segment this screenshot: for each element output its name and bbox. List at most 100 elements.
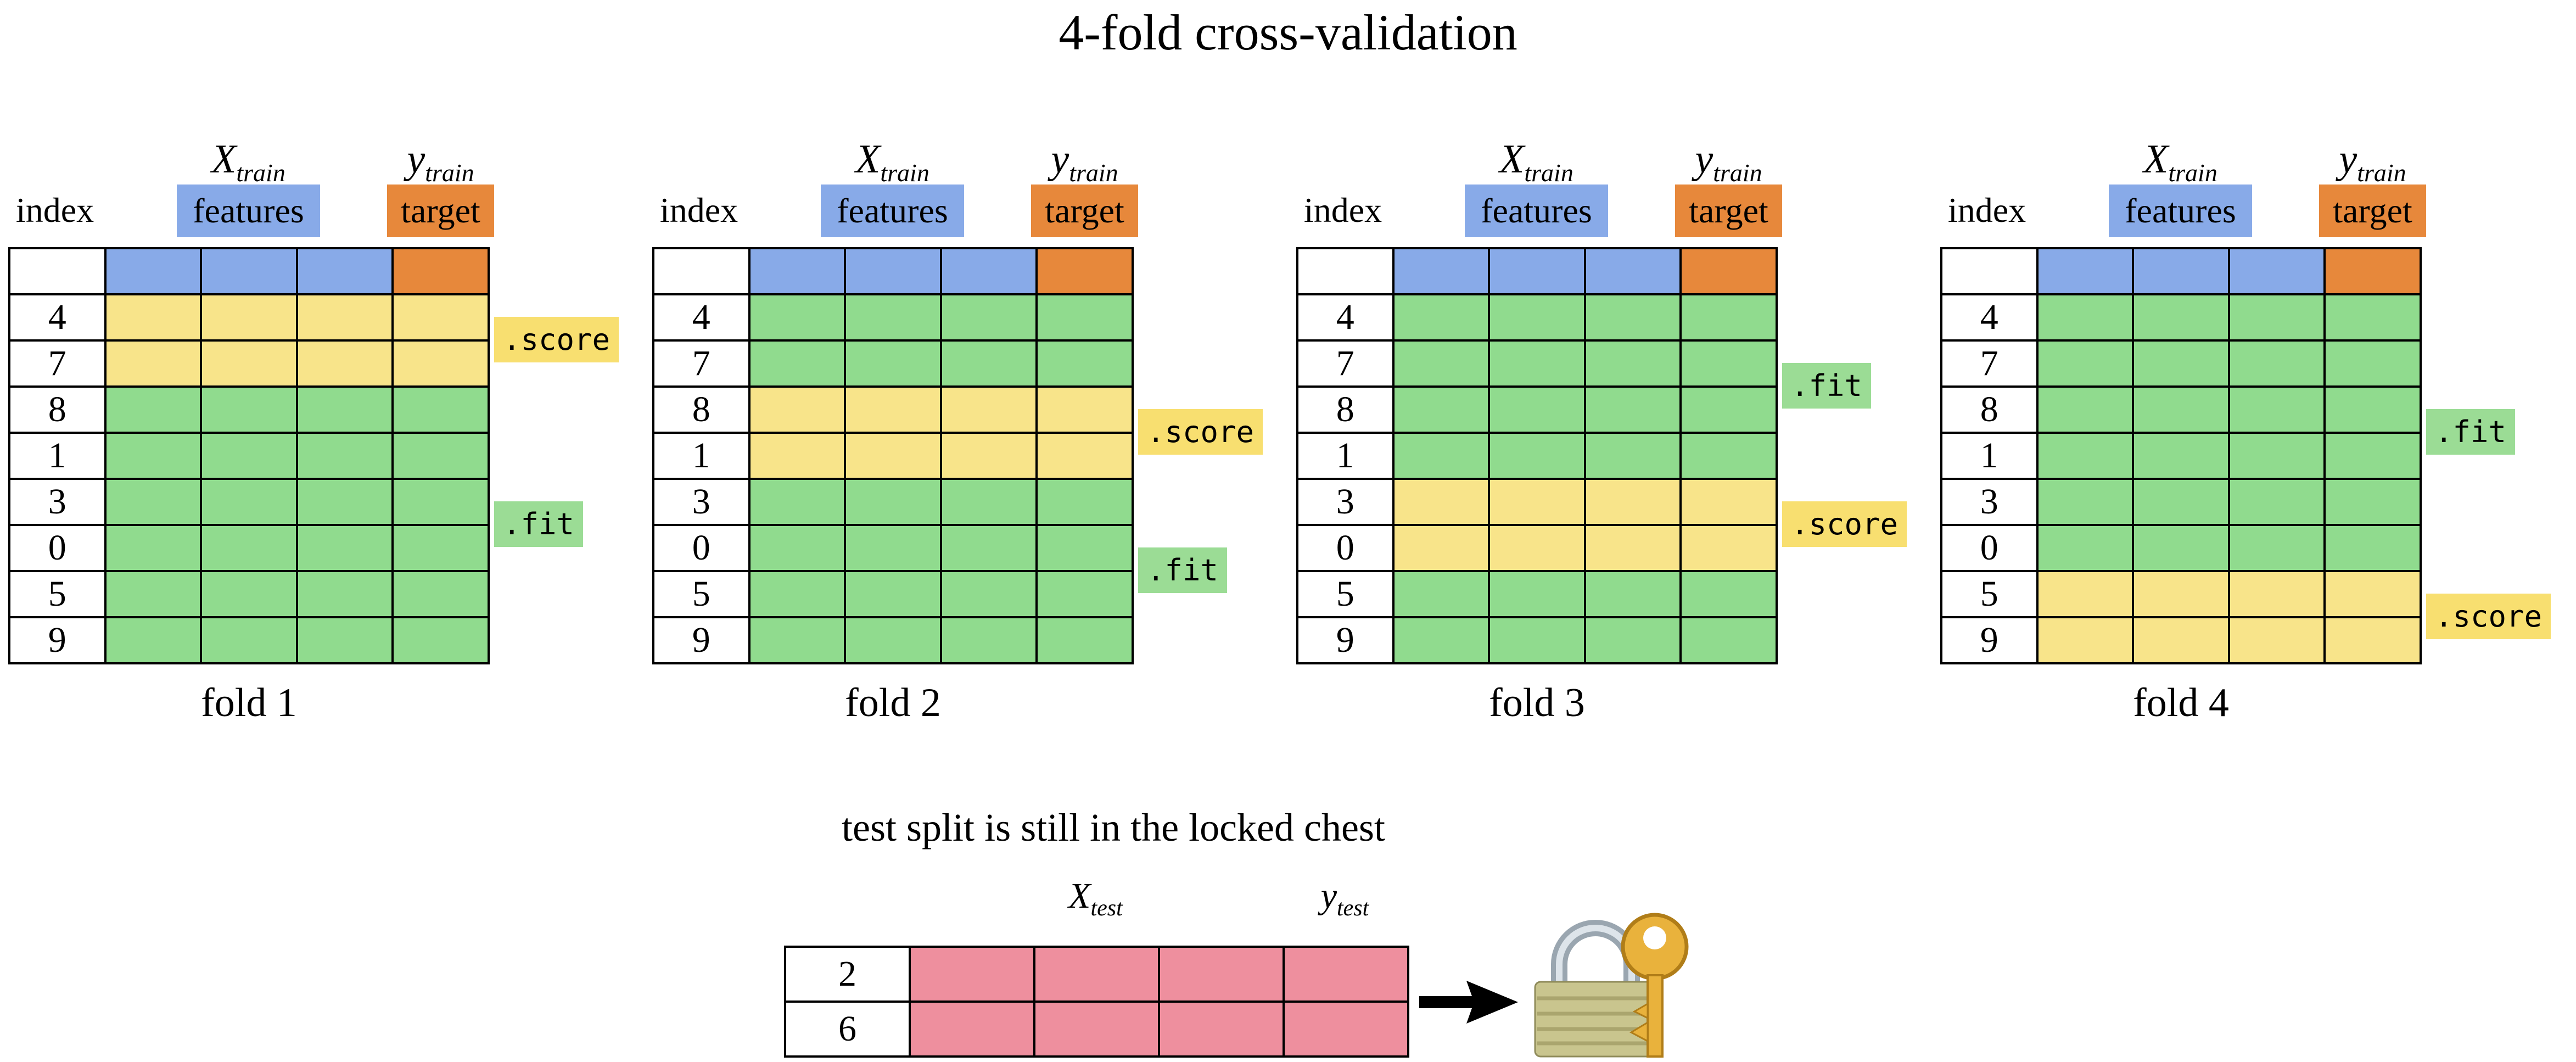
fit-data-cell bbox=[200, 432, 298, 480]
index-cell: 3 bbox=[1296, 478, 1395, 526]
score-data-cell bbox=[295, 339, 394, 388]
index-cell: 0 bbox=[8, 524, 107, 572]
fit-data-cell bbox=[748, 570, 847, 618]
feature-header-cell bbox=[2132, 247, 2230, 295]
fit-data-cell bbox=[748, 478, 847, 526]
fit-data-cell bbox=[2132, 478, 2230, 526]
fit-data-cell bbox=[2036, 432, 2135, 480]
fit-data-cell bbox=[844, 570, 942, 618]
score-data-cell bbox=[1488, 524, 1586, 572]
score-label: .score bbox=[1782, 478, 1907, 570]
ytrain-label: ytrain bbox=[407, 137, 474, 187]
fit-label: .fit bbox=[1138, 478, 1228, 662]
feature-header-cell bbox=[200, 247, 298, 295]
index-cell: 0 bbox=[652, 524, 751, 572]
fit-data-cell bbox=[748, 616, 847, 664]
fit-data-cell bbox=[2323, 339, 2422, 388]
fit-data-cell bbox=[200, 385, 298, 434]
score-data-cell bbox=[391, 339, 490, 388]
score-data-cell bbox=[748, 432, 847, 480]
right-arrow-icon bbox=[1419, 972, 1518, 1032]
index-cell: 7 bbox=[8, 339, 107, 388]
header-spacer-cell bbox=[1940, 247, 2039, 295]
xtest-label: Xtest bbox=[1068, 876, 1123, 921]
fit-data-cell bbox=[939, 339, 1038, 388]
index-cell: 1 bbox=[652, 432, 751, 480]
fit-data-cell bbox=[939, 478, 1038, 526]
index-cell: 9 bbox=[652, 616, 751, 664]
index-cell: 5 bbox=[8, 570, 107, 618]
features-label: features bbox=[821, 185, 964, 237]
header-spacer-cell bbox=[652, 247, 751, 295]
score-data-cell bbox=[295, 293, 394, 342]
score-data-cell bbox=[104, 293, 203, 342]
fit-data-cell bbox=[1035, 478, 1134, 526]
fit-data-cell bbox=[2323, 478, 2422, 526]
fit-data-cell bbox=[104, 478, 203, 526]
feature-header-cell bbox=[295, 247, 394, 295]
index-cell: 8 bbox=[1940, 385, 2039, 434]
test-index-cell: 2 bbox=[784, 946, 911, 1003]
fit-data-cell bbox=[1035, 339, 1134, 388]
ytrain-label: ytrain bbox=[2339, 137, 2406, 187]
fit-data-cell bbox=[2132, 524, 2230, 572]
index-cell: 1 bbox=[1940, 432, 2039, 480]
index-column-label: index bbox=[15, 191, 94, 230]
fit-data-cell bbox=[1392, 339, 1491, 388]
feature-header-cell bbox=[748, 247, 847, 295]
target-header-cell bbox=[391, 247, 490, 295]
target-header-cell bbox=[2323, 247, 2422, 295]
fit-data-cell bbox=[295, 385, 394, 434]
score-label: .score bbox=[2426, 570, 2551, 662]
fit-data-cell bbox=[1679, 339, 1778, 388]
index-cell: 7 bbox=[652, 339, 751, 388]
index-cell: 7 bbox=[1940, 339, 2039, 388]
ytest-label: ytest bbox=[1320, 876, 1369, 921]
fit-data-cell bbox=[2227, 478, 2326, 526]
test-data-cell bbox=[909, 946, 1035, 1003]
padlock-with-key-icon bbox=[1514, 901, 1704, 1061]
fit-data-cell bbox=[2036, 339, 2135, 388]
fit-data-cell bbox=[295, 616, 394, 664]
score-data-cell bbox=[1583, 524, 1682, 572]
feature-header-cell bbox=[1488, 247, 1586, 295]
fit-data-cell bbox=[1679, 432, 1778, 480]
index-cell: 9 bbox=[1296, 616, 1395, 664]
target-header-cell bbox=[1679, 247, 1778, 295]
fit-data-cell bbox=[844, 293, 942, 342]
score-data-cell bbox=[200, 293, 298, 342]
fit-data-cell bbox=[1583, 385, 1682, 434]
score-data-cell bbox=[939, 432, 1038, 480]
fit-data-cell bbox=[1583, 293, 1682, 342]
ytrain-label: ytrain bbox=[1695, 137, 1762, 187]
target-header-cell bbox=[1035, 247, 1134, 295]
fold-caption: fold 4 bbox=[2133, 680, 2229, 725]
index-cell: 4 bbox=[1940, 293, 2039, 342]
fit-data-cell bbox=[104, 385, 203, 434]
fit-label: .fit bbox=[1782, 293, 1872, 478]
fit-data-cell bbox=[295, 524, 394, 572]
fit-data-cell bbox=[1392, 432, 1491, 480]
score-data-cell bbox=[2036, 570, 2135, 618]
fold-caption: fold 2 bbox=[845, 680, 941, 725]
fit-data-cell bbox=[104, 570, 203, 618]
fit-data-cell bbox=[1679, 616, 1778, 664]
score-data-cell bbox=[2227, 570, 2326, 618]
target-label: target bbox=[1031, 185, 1138, 237]
fit-data-cell bbox=[1035, 570, 1134, 618]
fit-data-cell bbox=[2036, 293, 2135, 342]
index-column-label: index bbox=[1303, 191, 1382, 230]
score-data-cell bbox=[2323, 616, 2422, 664]
score-data-cell bbox=[2132, 616, 2230, 664]
fit-data-cell bbox=[1035, 293, 1134, 342]
score-data-cell bbox=[2132, 570, 2230, 618]
feature-header-cell bbox=[104, 247, 203, 295]
score-data-cell bbox=[391, 293, 490, 342]
fit-data-cell bbox=[748, 339, 847, 388]
fit-data-cell bbox=[1035, 524, 1134, 572]
